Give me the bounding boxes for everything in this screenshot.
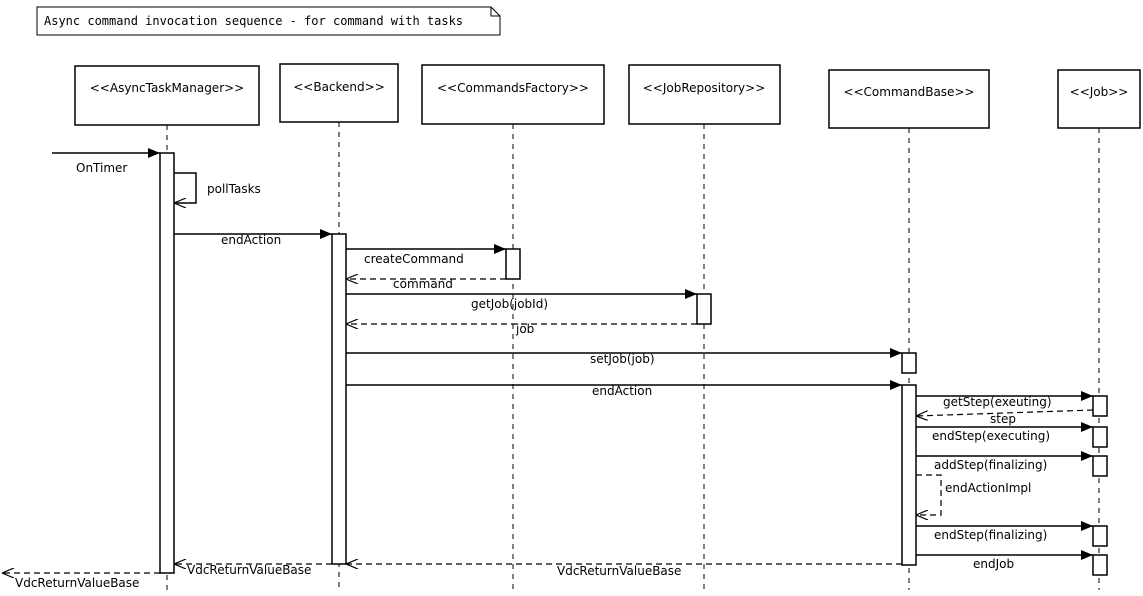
diagram-title-note: Async command invocation sequence - for …: [36, 6, 501, 36]
message-label: VdcReturnValueBase: [15, 576, 139, 590]
message-createcommand: createCommand: [346, 244, 506, 266]
message-label: setJob(job): [590, 352, 655, 366]
message-label: pollTasks: [207, 182, 261, 196]
message-step-return: step: [916, 409, 1094, 426]
activation-job-endstep-finalizing: [1092, 525, 1108, 547]
activation-async-task-manager: [159, 152, 175, 574]
participant-job: <<Job>>: [1057, 69, 1141, 129]
message-label: step: [990, 412, 1016, 426]
message-endaction-to-commandbase: endAction: [346, 380, 902, 398]
message-endactionimpl: endActionImpl: [916, 474, 1031, 515]
message-label: job: [515, 322, 534, 336]
message-label: VdcReturnValueBase: [557, 564, 681, 578]
participant-label: <<CommandsFactory>>: [437, 81, 589, 95]
message-label: getStep(exeuting): [943, 395, 1052, 409]
message-label: OnTimer: [76, 161, 127, 175]
participant-label: <<Backend>>: [293, 80, 385, 94]
message-endstep-executing: endStep(executing): [916, 422, 1093, 443]
message-label: endStep(executing): [932, 429, 1050, 443]
message-addstep: addStep(finalizing): [916, 451, 1093, 472]
message-return-to-async-task-manager: VdcReturnValueBase: [174, 563, 332, 577]
activation-job-endstep: [1092, 426, 1108, 448]
participant-label: <<JobRepository>>: [643, 81, 766, 95]
message-getjob: getJob(jobId): [346, 289, 697, 311]
participant-label: <<CommandBase>>: [843, 85, 974, 99]
message-job-return: job: [346, 322, 697, 336]
activation-job-endjob: [1092, 554, 1108, 576]
message-label: createCommand: [364, 252, 464, 266]
activation-command-base-endaction: [901, 384, 917, 566]
message-return-to-caller: VdcReturnValueBase: [2, 573, 160, 590]
message-command-return: command: [346, 277, 506, 291]
message-ontimer: OnTimer: [52, 148, 160, 175]
message-polltasks: pollTasks: [174, 172, 261, 203]
participant-command-base: <<CommandBase>>: [828, 69, 990, 129]
message-label: endActionImpl: [945, 481, 1031, 495]
participant-job-repository: <<JobRepository>>: [628, 64, 781, 125]
activation-commands-factory: [505, 248, 521, 280]
message-getstep: getStep(exeuting): [916, 391, 1093, 409]
participant-backend: <<Backend>>: [279, 63, 399, 123]
message-label: endAction: [592, 384, 652, 398]
message-endaction-to-backend: endAction: [174, 229, 332, 247]
activation-command-base-setjob: [901, 352, 917, 374]
activation-job-getstep: [1092, 395, 1108, 417]
message-endstep-finalizing: endStep(finalizing): [916, 521, 1093, 542]
message-label: command: [393, 277, 453, 291]
message-return-to-backend: VdcReturnValueBase: [346, 564, 902, 578]
participant-label: <<AsyncTaskManager>>: [90, 81, 244, 95]
activation-backend: [331, 233, 347, 565]
message-endjob: endJob: [916, 550, 1093, 571]
message-label: endJob: [973, 557, 1014, 571]
participant-commands-factory: <<CommandsFactory>>: [421, 64, 605, 125]
participant-label: <<Job>>: [1070, 85, 1129, 99]
message-label: VdcReturnValueBase: [187, 563, 311, 577]
participant-async-task-manager: <<AsyncTaskManager>>: [74, 65, 260, 126]
message-label: endStep(finalizing): [934, 528, 1047, 542]
message-label: addStep(finalizing): [934, 458, 1047, 472]
message-setjob: setJob(job): [346, 348, 902, 366]
diagram-title: Async command invocation sequence - for …: [44, 14, 463, 28]
activation-job-repository: [696, 293, 712, 325]
message-label: getJob(jobId): [471, 297, 548, 311]
activation-job-addstep: [1092, 455, 1108, 477]
message-label: endAction: [221, 233, 281, 247]
